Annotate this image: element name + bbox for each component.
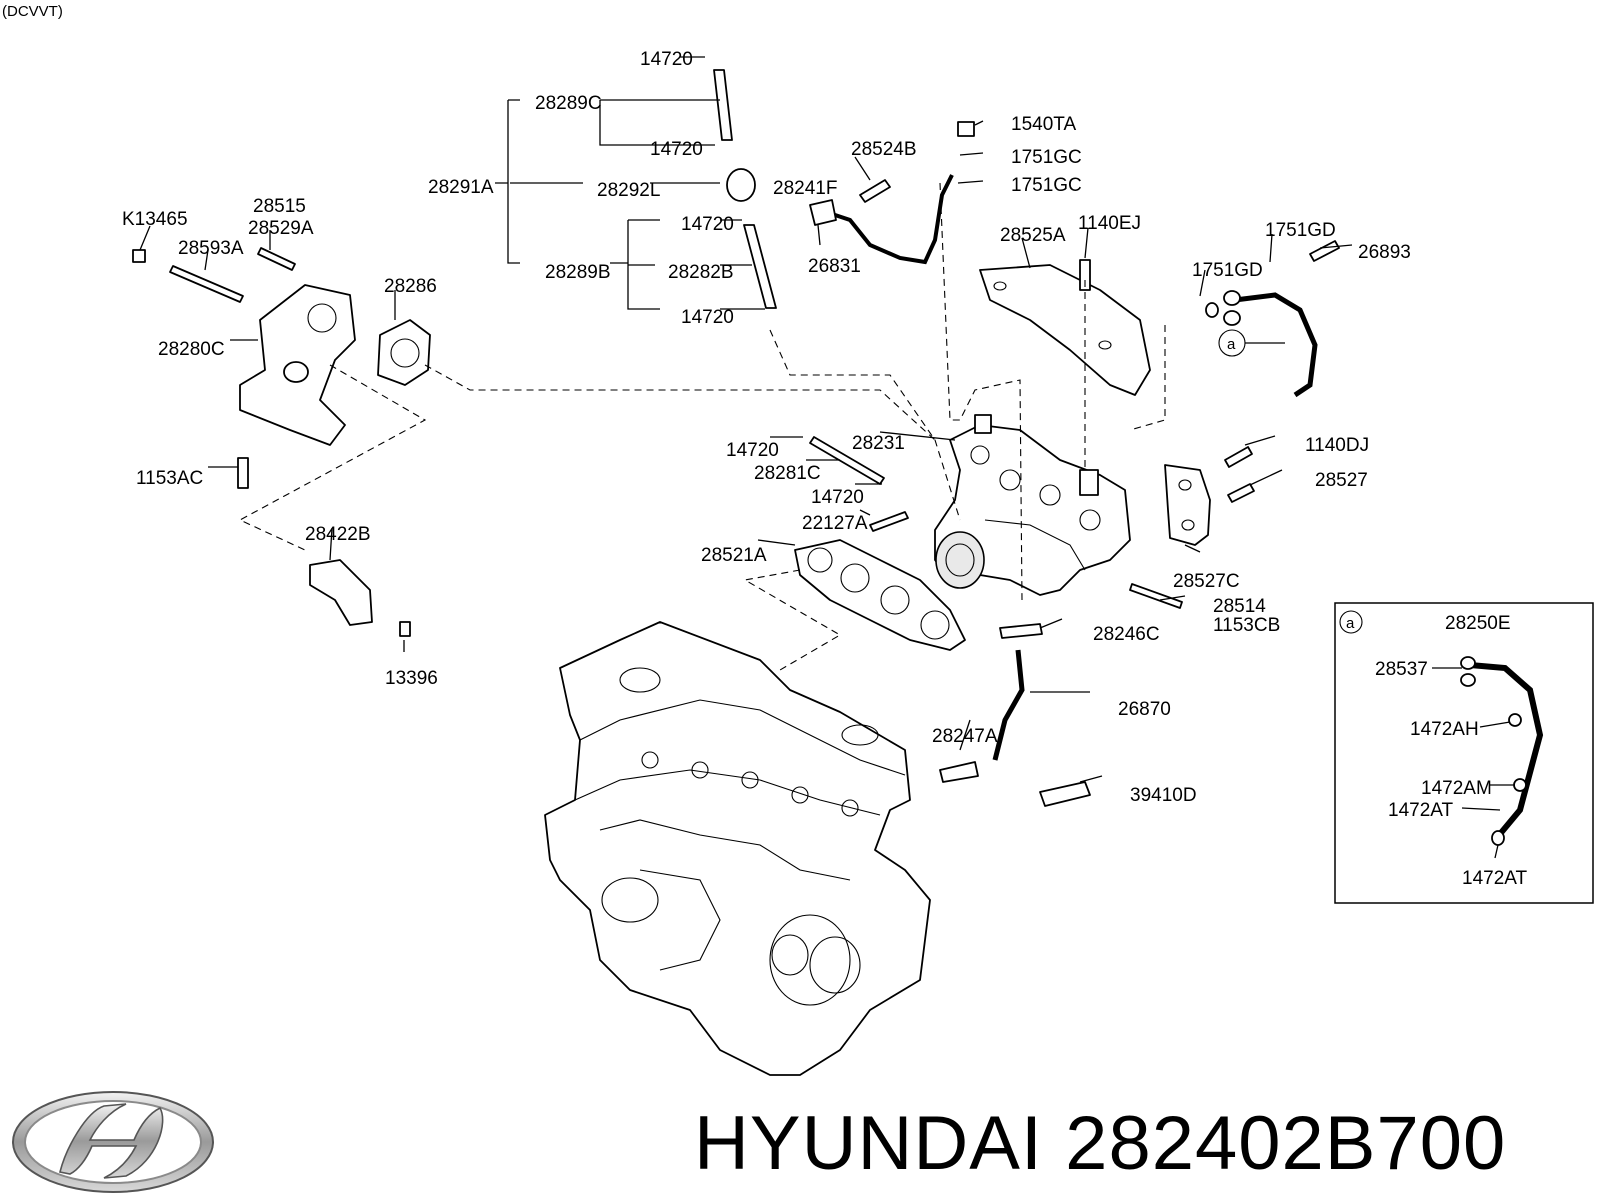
label-28281C: 28281C [754, 463, 821, 484]
label-28289C: 28289C [535, 93, 602, 114]
elbow-gasket [377, 319, 431, 386]
engine-block [544, 621, 931, 1076]
fasteners [132, 121, 1340, 637]
label-22127A: 22127A [802, 513, 868, 534]
label-1751GD: 1751GD [1265, 220, 1336, 241]
label-28527C: 28527C [1173, 571, 1240, 592]
label-14720: 14720 [726, 440, 779, 461]
manifold-gasket [794, 539, 966, 651]
label-14720: 14720 [640, 49, 693, 70]
label-1751GC: 1751GC [1011, 147, 1082, 168]
label-39410D: 39410D [1130, 785, 1197, 806]
label-28525A: 28525A [1000, 225, 1066, 246]
label-1140DJ: 1140DJ [1305, 435, 1369, 456]
header-note: (DCVVT) [2, 3, 63, 20]
inset-marker: a [1346, 615, 1355, 632]
label-28246C: 28246C [1093, 624, 1160, 645]
label-28537: 28537 [1375, 659, 1428, 680]
label-26893: 26893 [1358, 242, 1411, 263]
coolant-hoses [713, 69, 885, 485]
cover-plate [1039, 781, 1091, 807]
label-26831: 26831 [808, 256, 861, 277]
support-bracket [309, 559, 373, 626]
label-28289B: 28289B [545, 262, 611, 283]
label-28291A: 28291A [428, 177, 494, 198]
heat-shield [979, 264, 1151, 396]
brand-part-number: HYUNDAI 282402B700 [694, 1094, 1594, 1194]
oil-feed-pipe [809, 174, 954, 265]
label-28231: 28231 [852, 433, 905, 454]
label-1540TA: 1540TA [1011, 114, 1076, 135]
dashed-guides [238, 182, 1166, 671]
label-28280C: 28280C [158, 339, 225, 360]
label-1153AC: 1153AC [136, 468, 203, 489]
part-labels: 14720 28289C 14720 28291A 28292L 28241F … [122, 49, 1528, 889]
label-28292L: 28292L [597, 180, 660, 201]
oil-return-pipe [939, 623, 1043, 783]
label-26870: 26870 [1118, 699, 1171, 720]
label-1472AM: 1472AM [1421, 778, 1492, 799]
inset-title: 28250E [1445, 613, 1511, 634]
label-28524B: 28524B [851, 139, 917, 160]
turbo-manifold-assembly [934, 414, 1131, 596]
leader-lines [139, 56, 1353, 783]
label-1153CB: 1153CB [1213, 615, 1280, 636]
part-number: 282402B700 [1065, 1101, 1507, 1186]
hyundai-logo-icon [12, 1091, 214, 1193]
label-1751GD: 1751GD [1192, 260, 1263, 281]
label-1472AT: 1472AT [1388, 800, 1454, 821]
label-28282B: 28282B [668, 262, 734, 283]
label-14720: 14720 [681, 307, 734, 328]
label-13396: 13396 [385, 668, 438, 689]
inset-28250E: a 28250E [1334, 602, 1594, 904]
label-K13465: K13465 [122, 209, 188, 230]
label-28529A: 28529A [248, 218, 314, 239]
label-14720: 14720 [681, 214, 734, 235]
label-1751GC: 1751GC [1011, 175, 1082, 196]
label-1140EJ: 1140EJ [1078, 213, 1141, 234]
label-28515: 28515 [253, 196, 306, 217]
label-14720: 14720 [811, 487, 864, 508]
label-1472AT: 1472AT [1462, 868, 1528, 889]
water-pipe [1205, 290, 1318, 398]
brand-name: HYUNDAI [694, 1101, 1044, 1186]
label-28527: 28527 [1315, 470, 1368, 491]
label-28521A: 28521A [701, 545, 767, 566]
label-28247A: 28247A [932, 726, 998, 747]
label-28593A: 28593A [178, 238, 244, 259]
label-28422B: 28422B [305, 524, 371, 545]
label-1472AH: 1472AH [1410, 719, 1479, 740]
label-14720: 14720 [650, 139, 703, 160]
label-28514: 28514 [1213, 596, 1266, 617]
turbo-outlet-elbow [239, 284, 356, 446]
label-28241F: 28241F [773, 178, 837, 199]
callout-marker: a [1227, 336, 1236, 353]
lower-heat-shield [1164, 464, 1211, 546]
label-28286: 28286 [384, 276, 437, 297]
